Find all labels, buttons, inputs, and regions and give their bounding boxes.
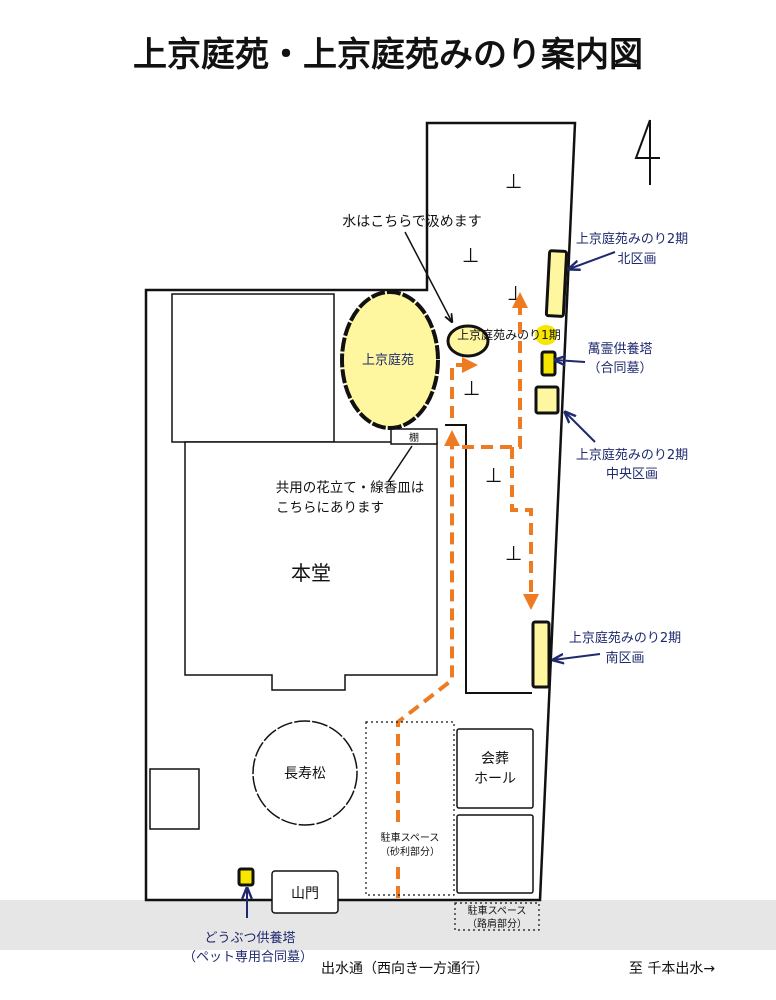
- parking-road: [454, 902, 540, 931]
- banrei-pointer: [555, 360, 586, 362]
- hondo-label: 本堂: [291, 561, 331, 585]
- inner-wall: [445, 424, 532, 694]
- parking-road-label-1: 駐車スペース: [468, 904, 527, 917]
- north-arrow-icon: [634, 119, 660, 185]
- banrei-label-1: 萬霊供養塔: [587, 341, 652, 357]
- minori1-marker: [535, 325, 557, 345]
- route-north: [462, 292, 528, 449]
- center-label-2: 中央区画: [606, 467, 658, 482]
- building-southeast: [456, 814, 534, 894]
- center-label-1: 上京庭苑みのり2期: [576, 447, 688, 463]
- choju-pine: [252, 720, 358, 826]
- grave-mark: ⊥: [505, 169, 522, 193]
- minori1-label: 上京庭苑みのり1期: [457, 327, 561, 342]
- sanmon-label: 山門: [291, 886, 319, 902]
- direction-label: 至 千本出水→: [629, 961, 715, 977]
- parking-label-bg: [370, 826, 450, 860]
- water-label: 水はこちらで汲めます: [342, 214, 482, 230]
- route-main: [396, 430, 460, 898]
- flowers-label-2: こちらにあります: [276, 500, 384, 516]
- flowers-label-1: 共用の花立て・線香皿は: [276, 480, 425, 496]
- grave-mark: ⊥: [462, 243, 479, 267]
- water-pointer: [404, 231, 452, 322]
- hall-label-1: 会葬: [481, 751, 509, 767]
- funeral-hall: [456, 728, 534, 809]
- grave-mark: ⊥: [507, 281, 524, 305]
- parking-road-label-2: （路肩部分）: [467, 917, 527, 930]
- minori1-area: [446, 324, 490, 358]
- north-pointer: [569, 251, 616, 269]
- north-label-2: 北区画: [617, 252, 656, 267]
- jokyo-teien-area: [340, 290, 440, 430]
- road: [0, 900, 776, 950]
- jokyo-teien-label: 上京庭苑: [362, 352, 414, 368]
- south-label-2: 南区画: [605, 650, 644, 666]
- south-plot: [531, 620, 551, 689]
- parking-gravel-label-1: 駐車スペース: [381, 831, 440, 844]
- street-label: 出水通（西向き一方通行）: [321, 961, 489, 977]
- hall-label-2: ホール: [474, 771, 516, 787]
- north-label-1: 上京庭苑みのり2期: [576, 231, 688, 247]
- building-northwest: [171, 293, 335, 443]
- south-label-1: 上京庭苑みのり2期: [569, 630, 681, 646]
- pet-tower: [237, 867, 255, 887]
- banrei-tower: [540, 350, 557, 377]
- banrei-label-2: （合同墓）: [587, 361, 652, 376]
- map-title: 上京庭苑・上京庭苑みのり案内図: [133, 35, 643, 75]
- sanmon-gate: [271, 870, 339, 914]
- shelf-label: 棚: [409, 431, 419, 444]
- north-plot: [544, 249, 569, 318]
- grave-mark: ⊥: [485, 463, 502, 487]
- pet-label-1: どうぶつ供養塔: [204, 930, 295, 946]
- choju-label: 長寿松: [284, 765, 326, 782]
- parking-gravel-label-2: （砂利部分）: [380, 845, 440, 858]
- grave-mark: ⊥: [463, 376, 480, 400]
- grave-mark: ⊥: [505, 541, 522, 565]
- flowers-pointer: [387, 445, 413, 483]
- hondo-building: [184, 441, 438, 691]
- small-structure: [149, 768, 200, 830]
- center-pointer: [565, 412, 596, 443]
- pet-label-2: （ペット専用合同墓）: [183, 950, 313, 965]
- center-plot: [534, 385, 560, 415]
- parking-gravel: [365, 721, 455, 896]
- shelf-box: [390, 428, 438, 445]
- route-to-minori1: [450, 357, 478, 418]
- south-pointer: [553, 654, 601, 660]
